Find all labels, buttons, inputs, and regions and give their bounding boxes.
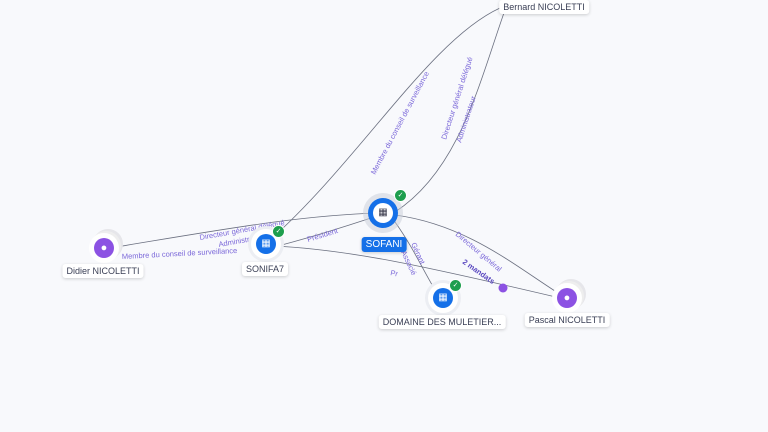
node-label-domaine[interactable]: DOMAINE DES MULETIER...: [378, 315, 506, 329]
mandats-badge-icon[interactable]: [498, 283, 508, 293]
edge-bernard-sonifa7: [269, 7, 501, 241]
node-domaine[interactable]: ▦ ✓: [428, 279, 462, 313]
node-label-pascal[interactable]: Pascal NICOLETTI: [524, 313, 610, 327]
node-label-sonifa7[interactable]: SONIFA7: [241, 262, 289, 276]
edge-pascal-sofani: [394, 214, 567, 299]
verified-icon: ✓: [394, 189, 407, 202]
node-sofani[interactable]: ▦ ✓: [363, 189, 407, 233]
edge-label: Président: [306, 226, 340, 244]
building-icon: ▦: [256, 234, 276, 254]
person-icon: ●: [557, 288, 577, 308]
node-label-sofani[interactable]: SOFANI: [361, 237, 407, 252]
building-icon: ▦: [373, 203, 393, 223]
node-sonifa7[interactable]: ▦ ✓: [251, 225, 285, 259]
node-pascal[interactable]: ●: [552, 283, 582, 313]
edge-sonifa7-domaine: [274, 245, 561, 299]
edge-didier-sofani: [109, 212, 381, 249]
edge-label: Pr: [390, 268, 400, 278]
verified-icon: ✓: [449, 279, 462, 292]
edge-label: Membre du conseil de surveillance: [122, 246, 238, 261]
node-label-didier[interactable]: Didier NICOLETTI: [62, 264, 144, 278]
node-didier[interactable]: ●: [89, 233, 119, 263]
person-icon: ●: [94, 238, 114, 258]
building-icon: ▦: [433, 288, 453, 308]
node-label-bernard[interactable]: Bernard NICOLETTI: [499, 0, 589, 14]
edge-bernard-sofani: [394, 9, 506, 213]
verified-icon: ✓: [272, 225, 285, 238]
